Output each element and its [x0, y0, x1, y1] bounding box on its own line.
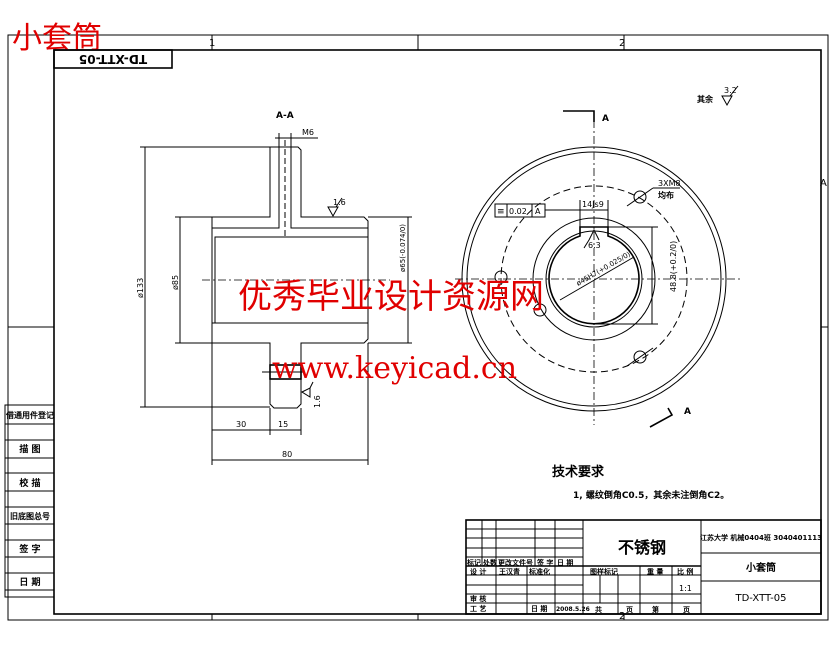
roughness-value: 1.6: [313, 395, 322, 408]
zone-mark: A: [820, 178, 827, 189]
roughness-value: 1.6: [333, 198, 346, 207]
outer-frame: [7, 34, 829, 621]
title-block: 标记 处数 更改文件号 签 字 日 期 设 计 王汉青 标准化 审 核 工 艺 …: [465, 519, 822, 615]
rev-header: 更改文件号: [498, 558, 533, 567]
inner-frame: [53, 49, 822, 615]
symmetry-symbol: ≡: [497, 207, 505, 217]
dim-outer-diameter: ø133: [136, 278, 145, 298]
datum-letter: A: [535, 207, 541, 216]
dim-hub-diameter: ø65(-0.074/0): [399, 224, 407, 272]
mark-header: 图样标记: [590, 567, 618, 576]
section-label: A-A: [276, 111, 294, 121]
standardization-label: 标准化: [528, 567, 550, 576]
sheet-label: 共: [595, 605, 602, 614]
rev-header: 标记: [466, 558, 481, 567]
other-roughness-label: 其余: [697, 94, 714, 104]
zone-mark: 2: [619, 611, 625, 622]
dim-30: 30: [236, 420, 246, 429]
keyway-width: 14Js9: [582, 200, 604, 209]
rev-header: 日 期: [557, 558, 573, 567]
zone-mark: 1: [209, 38, 215, 49]
date-value: 2008.5.26: [556, 606, 590, 613]
flipped-drawing-number: TD-XTT-05: [79, 52, 147, 66]
designer-name: 王汉青: [499, 567, 520, 576]
mark-header: 重 量: [647, 567, 663, 576]
part-name: 小套筒: [745, 561, 776, 574]
rev-header: 签 字: [536, 558, 553, 567]
section-mark: A: [602, 114, 609, 124]
strip-label: 校 描: [19, 477, 40, 489]
strip-label: 借通用件登记: [5, 410, 54, 420]
roughness-value: 6.3: [588, 241, 601, 250]
material: 不锈钢: [618, 538, 666, 557]
school-info: 江苏大学 机械0404班 3040401113: [700, 533, 822, 542]
dim-bore-diameter: ø85: [171, 275, 180, 290]
left-register-strip: 借通用件登记 描 图 校 描 旧底图总号 签 字 日 期: [4, 404, 55, 598]
section-view: A-A M6 1.6 1.6 ø133 ø85 ø65(-0.074/0) 30…: [136, 111, 412, 465]
dim-15: 15: [278, 420, 288, 429]
tolerance-value: 0.02: [509, 207, 527, 216]
bore-diameter: ø45H7(+0.025/0): [575, 250, 632, 288]
review-label: 审 核: [470, 594, 486, 603]
flipped-number-box: TD-XTT-05: [53, 49, 173, 69]
strip-label: 日 期: [19, 576, 40, 588]
thread-label: M6: [302, 128, 314, 137]
rev-header: 处数: [482, 558, 498, 567]
strip-label: 旧底图总号: [10, 511, 50, 521]
section-mark: A: [684, 407, 691, 417]
holes-spec: 3XM8: [658, 179, 681, 188]
scale-value: 1:1: [679, 584, 692, 593]
watermark-text: 优秀毕业设计资源网: [238, 277, 544, 317]
zone-mark: 2: [619, 38, 625, 49]
process-label: 工 艺: [470, 604, 486, 613]
mark-header: 比 例: [677, 567, 693, 576]
watermark-url: www.keyicad.cn: [272, 351, 517, 386]
tech-requirement-item: 1, 螺纹倒角C0.5，其余未注倒角C2。: [573, 489, 729, 501]
sheet-label: 页: [626, 606, 633, 614]
other-roughness-value: 3.2: [724, 86, 737, 95]
sheet-label: 第: [652, 605, 659, 614]
dim-80: 80: [282, 450, 292, 459]
designer-label: 设 计: [470, 567, 486, 576]
sheet-label: 页: [683, 606, 690, 614]
strip-label: 签 字: [18, 543, 40, 555]
strip-label: 描 图: [19, 443, 40, 455]
key-depth: 48.8(+0.2/0): [669, 241, 678, 292]
date-label: 日 期: [531, 604, 547, 613]
tech-requirements-heading: 技术要求: [552, 464, 605, 480]
drawing-number: TD-XTT-05: [734, 593, 786, 604]
holes-note: 均布: [658, 190, 674, 200]
